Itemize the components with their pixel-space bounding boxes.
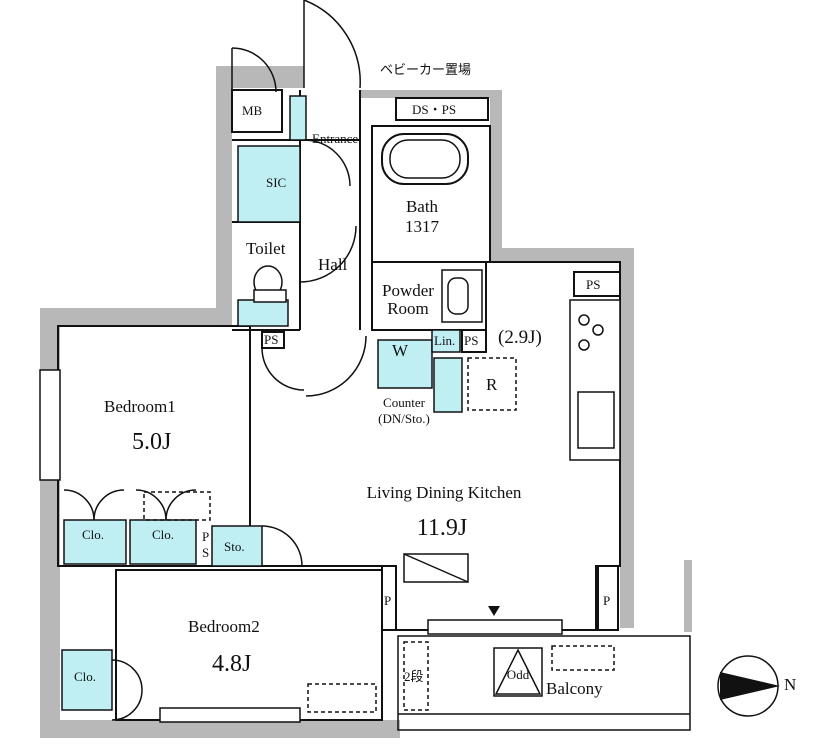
step-label: 2段 bbox=[404, 669, 424, 684]
ds-ps-label: DS・PS bbox=[412, 102, 457, 117]
stroller-storage-label: ベビーカー置場 bbox=[380, 62, 472, 77]
powder-room-label-line2: Room bbox=[387, 299, 429, 318]
mb-label: MB bbox=[242, 103, 263, 118]
linen-label: Lin. bbox=[434, 333, 456, 348]
closet-label-3: Clo. bbox=[74, 669, 97, 684]
ps-label-counter: PS bbox=[464, 333, 479, 348]
balcony-label: Balcony bbox=[546, 679, 603, 698]
ldk-label: Living Dining Kitchen bbox=[366, 483, 522, 502]
counter-label-line1: Counter bbox=[383, 395, 425, 410]
ps-label-hall: PS bbox=[264, 332, 279, 347]
closet-label-2: Clo. bbox=[152, 527, 175, 542]
entry-marker bbox=[488, 606, 500, 616]
windows bbox=[39, 369, 563, 723]
ps-vertical-p: P bbox=[202, 529, 210, 544]
exterior-walls bbox=[40, 66, 692, 738]
ps-label-kitchen: PS bbox=[586, 277, 601, 292]
odd-label: Odd bbox=[506, 667, 530, 682]
bath-size-label: 1317 bbox=[405, 217, 439, 236]
ps-vertical-s: S bbox=[202, 545, 210, 560]
ldk-size-label: 11.9J bbox=[416, 515, 468, 541]
bedroom1-label: Bedroom1 bbox=[104, 397, 176, 416]
entrance-label: Entrance bbox=[312, 131, 359, 146]
bedroom1-size-label: 5.0J bbox=[132, 429, 172, 455]
north-compass-icon bbox=[717, 655, 780, 717]
pipe-space-left-label: P bbox=[384, 593, 392, 608]
stove-burner bbox=[578, 314, 590, 326]
pipe-space-right-label: P bbox=[603, 593, 611, 608]
kitchen-size-label: (2.9J) bbox=[498, 327, 542, 348]
balcony-area bbox=[397, 635, 691, 731]
kitchen-sink bbox=[577, 391, 615, 449]
north-label: N bbox=[784, 675, 797, 694]
toilet-label: Toilet bbox=[246, 239, 286, 258]
fridge-space bbox=[467, 357, 517, 411]
hall-label: Hall bbox=[318, 255, 348, 274]
sic-label: SIC bbox=[266, 175, 287, 190]
bathtub bbox=[381, 133, 469, 185]
door-swings bbox=[63, 0, 367, 721]
bath-label: Bath bbox=[405, 197, 439, 216]
powder-room-label-line1: Powder bbox=[382, 281, 434, 300]
counter-label-line2: (DN/Sto.) bbox=[378, 411, 430, 426]
washer-label: W bbox=[392, 341, 409, 360]
bedroom2-label: Bedroom2 bbox=[188, 617, 260, 636]
bedroom2-size-label: 4.8J bbox=[212, 651, 252, 677]
closet-label-1: Clo. bbox=[82, 527, 105, 542]
storage-label: Sto. bbox=[224, 539, 245, 554]
fridge-label: R bbox=[486, 375, 498, 394]
